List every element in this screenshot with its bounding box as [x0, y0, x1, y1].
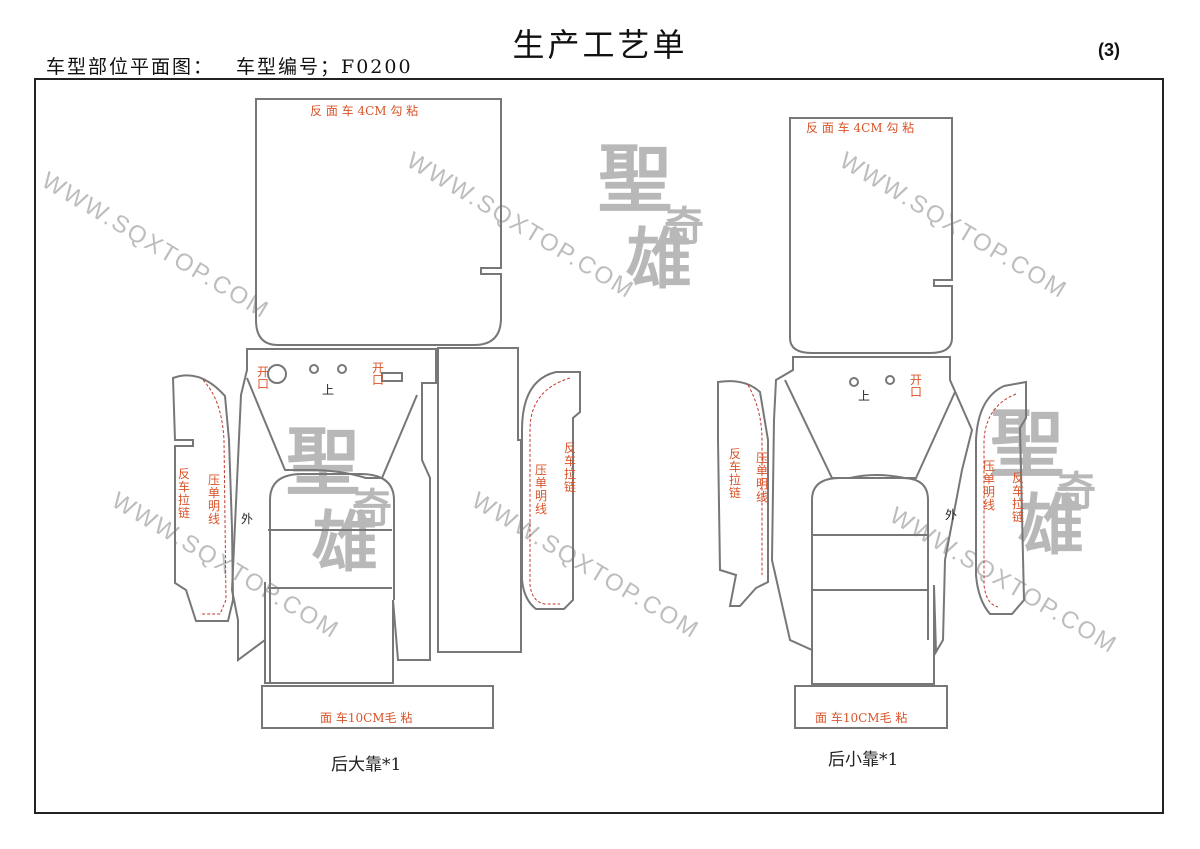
watermark-logo-char: 奇: [352, 485, 392, 532]
left-main-panel: [230, 348, 437, 684]
watermark-text: WWW.SQXTOP.COM: [885, 502, 1122, 659]
watermark-logo-char: 聖: [598, 137, 672, 223]
left-open-label-2: 开口: [372, 361, 384, 387]
right-side-stitch-panel: [975, 380, 1027, 615]
left-top-panel: [255, 98, 502, 346]
right-side-zipper-label: 反车拉链: [729, 447, 741, 500]
right-bottom-label: 面 车10CM毛 粘: [815, 710, 907, 725]
left-side-zipper-label: 反车拉链: [178, 467, 190, 520]
right-bottom-strip: [794, 685, 948, 729]
right-caption: 后小靠*1: [828, 750, 898, 770]
left-main-arch: [269, 473, 395, 683]
watermark-logo: 聖 奇 雄: [598, 137, 704, 298]
left-side-zipper-panel: [171, 374, 235, 622]
header-info: 车型部位平面图： 车型编号；F0200: [46, 52, 413, 79]
right-right-zipper-label: 反车拉链: [1012, 471, 1024, 524]
right-main-arch: [811, 477, 929, 684]
left-bottom-label: 面 车10CM毛 粘: [320, 710, 412, 725]
right-main-panel: [770, 356, 974, 685]
left-side-stitch-panel: [521, 371, 581, 610]
watermark-logo-char: 聖: [286, 420, 360, 506]
page-number: (3): [1098, 40, 1120, 60]
left-out-label: 外: [241, 512, 253, 526]
left-right-stitch-label: 压单明线: [535, 463, 547, 516]
left-top-label: 反 面 车 4CM 勾 粘: [310, 103, 418, 118]
right-main-openings: [849, 375, 896, 387]
left-up-label: 上: [322, 383, 334, 397]
left-caption: 后大靠*1: [331, 755, 401, 775]
plan-view-label: 车型部位平面图：: [46, 56, 215, 78]
right-side-zipper-panel: [717, 380, 769, 607]
left-main-inner-v: [246, 377, 418, 479]
page-title: 生产工艺单: [512, 26, 688, 64]
left-side-zipper-seam: [200, 379, 227, 615]
left-main-openings: [267, 364, 403, 384]
right-side-stitch-label: 压单明线: [756, 451, 768, 504]
right-right-stitch-label: 压单明线: [983, 459, 995, 512]
right-open-label: 开口: [910, 373, 922, 399]
watermark-logo-char: 雄: [312, 503, 378, 581]
watermark-logo-char: 奇: [1056, 468, 1096, 515]
right-side-zipper-seam: [747, 384, 763, 575]
right-up-label: 上: [858, 389, 870, 403]
right-top-panel: [789, 117, 953, 354]
left-side-stitch-label: 压单明线: [208, 473, 220, 526]
right-pattern-diagram: 反 面 车 4CM 勾 粘 开口 上 外 反车拉链 压单明线 压单明线 反车拉链…: [717, 117, 1027, 770]
left-bottom-strip: [261, 685, 494, 729]
watermark-logo-char: 奇: [664, 203, 704, 250]
right-side-stitch-seam: [983, 393, 1017, 608]
left-open-label-1: 开口: [257, 365, 269, 391]
watermark-logo-char: 雄: [1018, 486, 1084, 564]
watermark-logo: 聖 奇 雄: [286, 420, 392, 581]
watermark-text: WWW.SQXTOP.COM: [835, 147, 1072, 304]
left-right-zipper-label: 反车拉链: [564, 441, 576, 494]
right-out-label: 外: [945, 508, 957, 522]
left-side-stitch-seam: [529, 377, 571, 605]
right-top-label: 反 面 车 4CM 勾 粘: [806, 120, 914, 135]
model-number-label: 车型编号；F0200: [236, 56, 413, 78]
watermark-logo-char: 雄: [626, 220, 692, 298]
left-pattern-diagram: 反 面 车 4CM 勾 粘 开口 开口 上 外 反车拉链 压单明线 压单明线 反…: [171, 98, 581, 775]
drawing-frame: [34, 78, 1164, 814]
watermark-text: WWW.SQXTOP.COM: [467, 487, 704, 644]
watermark-text: WWW.SQXTOP.COM: [37, 167, 274, 324]
watermark-logo: 聖 奇 雄: [990, 402, 1096, 564]
